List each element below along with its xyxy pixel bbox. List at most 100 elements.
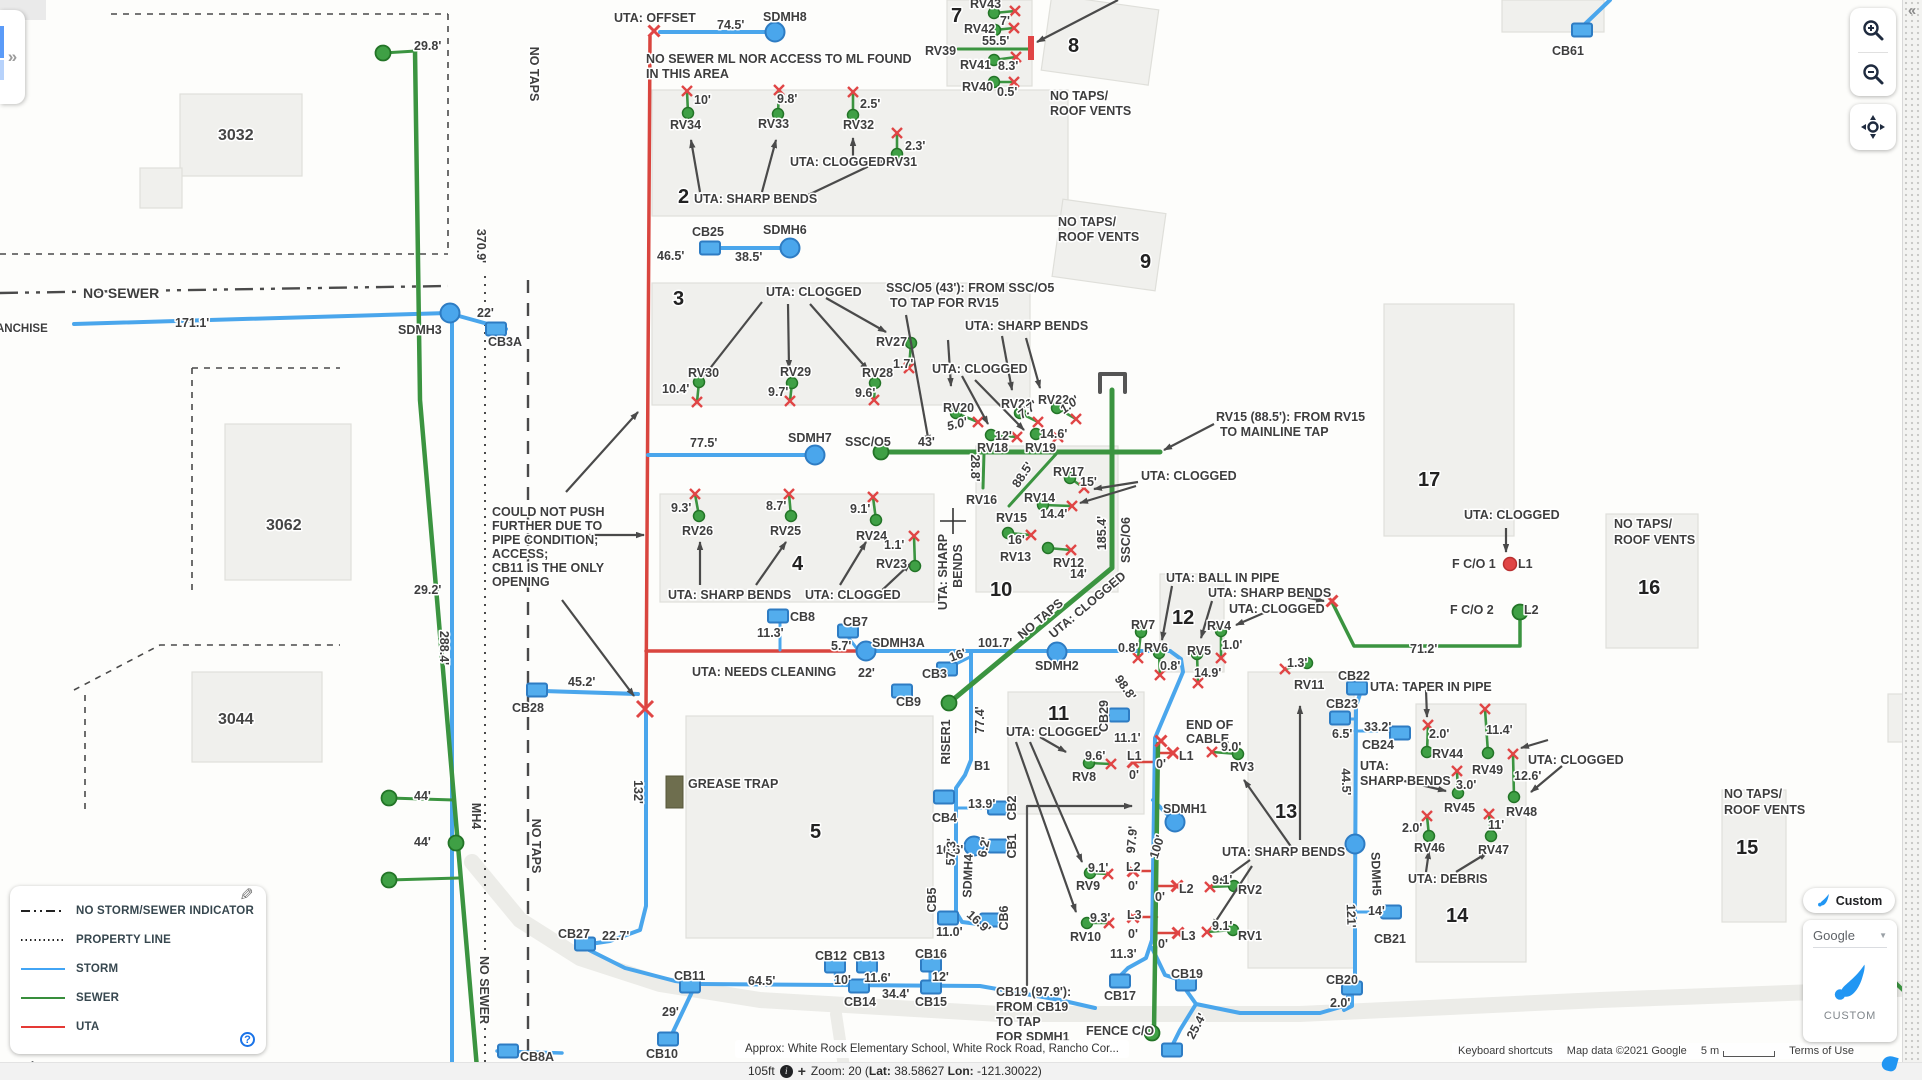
catch-basin-marker[interactable] (891, 683, 913, 699)
x-marker[interactable] (1325, 594, 1339, 608)
rv-point[interactable] (1451, 786, 1465, 800)
storm-line[interactable] (1342, 990, 1354, 1012)
provider-dropdown[interactable]: Google ▼ (1813, 928, 1887, 948)
catch-basin-marker[interactable] (937, 910, 959, 926)
info-icon[interactable]: i (779, 1064, 793, 1078)
custom-style-icon[interactable] (1829, 962, 1871, 1004)
sewer-point-marker[interactable] (447, 834, 465, 852)
rv-point[interactable] (1080, 916, 1094, 930)
manhole-marker[interactable] (1164, 811, 1186, 833)
rv-point[interactable] (1484, 829, 1498, 843)
collapse-panel-button[interactable]: « (1903, 2, 1921, 19)
catch-basin-marker[interactable] (526, 682, 548, 698)
manhole-marker[interactable] (855, 640, 877, 662)
catch-basin-marker[interactable] (699, 240, 721, 256)
sewer-point-marker[interactable] (872, 443, 890, 461)
catch-basin-marker[interactable] (1108, 707, 1130, 723)
sewer-line[interactable] (1330, 600, 1522, 648)
catch-basin-marker[interactable] (936, 661, 958, 677)
rv-point[interactable] (987, 75, 1001, 89)
catch-basin-marker[interactable] (848, 978, 870, 994)
catch-basin-marker[interactable] (1329, 710, 1351, 726)
catch-basin-marker[interactable] (1389, 725, 1411, 741)
keyboard-shortcuts-link[interactable]: Keyboard shortcuts (1458, 1045, 1553, 1057)
zoom-out-button[interactable] (1850, 53, 1896, 97)
manhole-marker[interactable] (804, 444, 826, 466)
catch-basin-marker[interactable] (1175, 976, 1197, 992)
uta-line[interactable] (644, 34, 652, 710)
rv-point[interactable] (1481, 746, 1495, 760)
x-marker[interactable] (1126, 864, 1140, 878)
sewer-line[interactable] (412, 47, 481, 1080)
rv-point[interactable] (987, 6, 1001, 20)
rv-line[interactable] (1483, 708, 1490, 754)
rv-point[interactable] (987, 53, 1001, 67)
rv-point[interactable] (692, 509, 706, 523)
sewer-line[interactable] (387, 796, 456, 802)
storm-line[interactable] (1170, 1002, 1198, 1048)
rv-point[interactable] (784, 509, 798, 523)
storm-line[interactable] (72, 311, 450, 326)
storm-line[interactable] (1118, 938, 1154, 978)
sewer-line[interactable] (946, 387, 1115, 706)
grease-trap[interactable] (665, 775, 684, 809)
x-marker[interactable] (1154, 734, 1168, 748)
rv-point[interactable] (1300, 656, 1314, 670)
catch-basin-marker[interactable] (1109, 973, 1131, 989)
rv-line[interactable] (1511, 753, 1516, 798)
sewer-line[interactable] (1151, 741, 1161, 1035)
catch-basin-marker[interactable] (1380, 904, 1402, 920)
rv-point[interactable] (1214, 624, 1228, 638)
x-marker[interactable] (1170, 879, 1184, 893)
sewer-point-marker[interactable] (374, 44, 392, 62)
x-marker[interactable] (635, 699, 655, 719)
catch-basin-marker[interactable] (920, 979, 942, 995)
rv-point[interactable] (1029, 427, 1043, 441)
catch-basin-marker[interactable] (657, 1031, 679, 1047)
manhole-marker[interactable] (1046, 641, 1068, 663)
catch-basin-marker[interactable] (485, 321, 507, 337)
x-marker[interactable] (1166, 746, 1180, 760)
sewer-point-marker[interactable] (380, 789, 398, 807)
storm-line[interactable] (670, 990, 694, 1036)
custom-style-chip[interactable]: Custom (1803, 888, 1895, 913)
rv-point[interactable] (1507, 790, 1521, 804)
pan-button[interactable] (1850, 104, 1896, 150)
catch-basin-marker[interactable] (987, 800, 1009, 816)
rv-point[interactable] (1422, 829, 1436, 843)
storm-line[interactable] (698, 982, 1097, 1010)
rv-point[interactable] (692, 375, 706, 389)
sewer-point-marker[interactable] (1511, 603, 1529, 621)
rv-point[interactable] (1190, 647, 1204, 661)
manhole-marker[interactable] (779, 237, 801, 259)
rv-point[interactable] (771, 107, 785, 121)
rv-point[interactable] (785, 376, 799, 390)
catch-basin-marker[interactable] (837, 623, 859, 639)
sewer-point-marker[interactable] (940, 694, 958, 712)
catch-basin-marker[interactable] (987, 838, 1009, 854)
catch-basin-marker[interactable] (824, 958, 846, 974)
catch-basin-marker[interactable] (1346, 680, 1368, 696)
sewer-point-marker[interactable] (380, 871, 398, 889)
rv-point[interactable] (890, 147, 904, 161)
catch-basin-marker[interactable] (1161, 1042, 1183, 1058)
x-marker[interactable] (1126, 910, 1140, 924)
rv-point[interactable] (949, 406, 963, 420)
rv-point[interactable] (908, 559, 922, 573)
rv-point[interactable] (1063, 471, 1077, 485)
rv-point[interactable] (869, 513, 883, 527)
catch-basin-marker[interactable] (767, 608, 789, 624)
rv-point[interactable] (1050, 401, 1064, 415)
sewer-point-marker[interactable] (1143, 1024, 1161, 1042)
rv-point[interactable] (988, 23, 1002, 37)
catch-basin-marker[interactable] (920, 957, 942, 973)
catch-basin-marker[interactable] (679, 978, 701, 994)
manhole-marker[interactable] (963, 835, 985, 857)
storm-line[interactable] (1582, 0, 1612, 27)
expand-panel-button[interactable]: » (0, 10, 25, 104)
rv-point[interactable] (1041, 541, 1055, 555)
manhole-marker[interactable] (764, 21, 786, 43)
rv-point[interactable] (1013, 406, 1027, 420)
zoom-in-button[interactable] (1850, 8, 1896, 52)
